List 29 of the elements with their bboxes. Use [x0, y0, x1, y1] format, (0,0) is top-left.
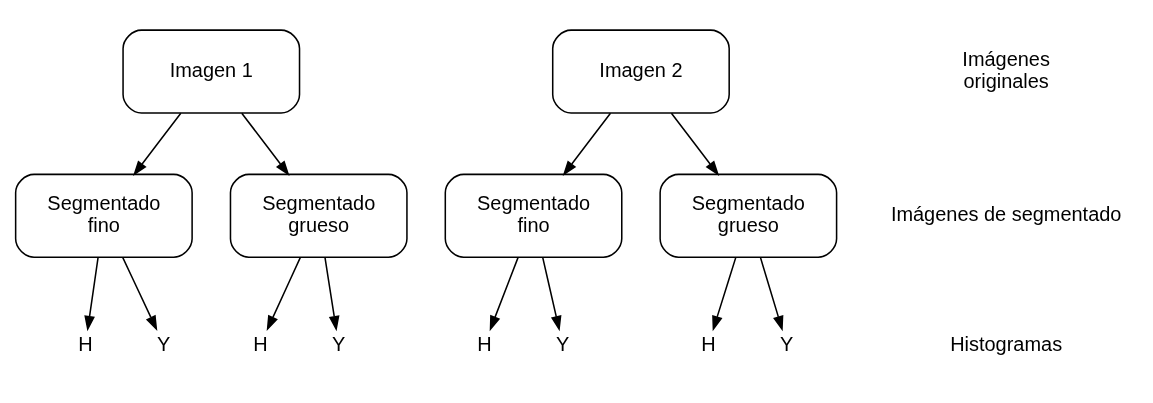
node-box: Imagen 1: [122, 28, 301, 114]
node-box: Segmentado fino: [14, 173, 193, 258]
arrow: [489, 256, 519, 331]
node-text: Y: [332, 332, 346, 355]
arrow: [759, 256, 784, 331]
node-text: H: [477, 332, 492, 355]
node-text: Y: [556, 332, 570, 355]
arrow: [324, 256, 340, 331]
node-box: Segmentado grueso: [659, 173, 838, 258]
node-text: Y: [157, 332, 171, 355]
arrow: [670, 111, 720, 176]
label: Imágenes de segmentado: [890, 202, 1122, 225]
arrow: [133, 111, 182, 176]
node-text: H: [701, 332, 716, 355]
node-text: H: [253, 332, 268, 355]
node-text: Y: [780, 332, 794, 355]
arrow: [266, 256, 302, 331]
arrow: [542, 256, 562, 331]
label: Imágenes originales: [962, 47, 1050, 92]
node-box: Imagen 2: [551, 28, 730, 114]
arrow: [84, 256, 99, 331]
label: Histogramas: [950, 332, 1063, 355]
arrow: [122, 256, 158, 331]
arrow: [712, 256, 737, 331]
node-box: Segmentado grueso: [229, 173, 408, 258]
node-box: Segmentado fino: [444, 173, 623, 258]
node-text: H: [78, 332, 93, 355]
arrow: [562, 111, 612, 176]
arrow: [241, 111, 290, 176]
